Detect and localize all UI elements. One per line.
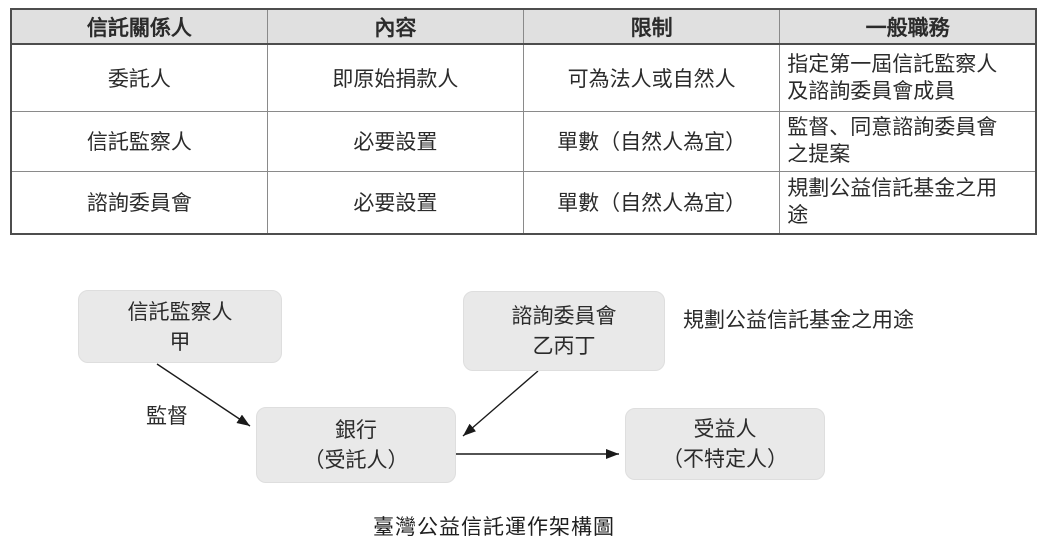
label-committee-role: 規劃公益信託基金之用途 <box>683 308 914 332</box>
arrows-layer <box>156 363 619 459</box>
table-row-supervisor: 信託監察人 必要設置 單數（自然人為宜） 監督、同意諮詢委員會 之提案 <box>10 110 1037 172</box>
node-title: 信託監察人 <box>127 299 233 324</box>
cell-content: 必要設置 <box>266 170 525 235</box>
column-header-restriction: 限制 <box>522 8 781 45</box>
column-header-content: 內容 <box>266 8 525 45</box>
table-row-trustor: 委託人 即原始捐款人 可為法人或自然人 指定第一屆信託監察人 及諮詢委員會成員 <box>10 43 1037 112</box>
node-subtitle: （受託人） <box>303 448 409 472</box>
node-trust-supervisor: 信託監察人 甲 <box>78 290 282 363</box>
arrow-supervisor-to-bank <box>156 363 251 427</box>
column-header-general-duty: 一般職務 <box>779 8 1037 45</box>
cell-duty: 監督、同意諮詢委員會 之提案 <box>779 110 1037 172</box>
cell-content: 即原始捐款人 <box>266 43 525 112</box>
cell-restriction: 可為法人或自然人 <box>522 43 781 112</box>
cell-party: 諮詢委員會 <box>10 170 268 235</box>
cell-party: 信託監察人 <box>10 110 268 172</box>
trust-roles-table: 信託關係人 內容 限制 一般職務 委託人 即原始捐款人 可為法人或自然人 指定第… <box>10 8 1037 235</box>
cell-party: 委託人 <box>10 43 268 112</box>
node-advisory-committee: 諮詢委員會 乙丙丁 <box>463 291 665 371</box>
cell-restriction: 單數（自然人為宜） <box>522 170 781 235</box>
cell-duty: 指定第一屆信託監察人 及諮詢委員會成員 <box>779 43 1037 112</box>
arrow-committee-to-bank <box>462 370 539 437</box>
node-title: 銀行 <box>335 418 377 442</box>
trust-structure-diagram: 信託監察人 甲 諮詢委員會 乙丙丁 銀行 （受託人） 受益人 （不特定人） 監督… <box>0 250 1047 553</box>
node-subtitle: 甲 <box>169 329 191 354</box>
table-header-row: 信託關係人 內容 限制 一般職務 <box>10 8 1037 45</box>
node-subtitle: 乙丙丁 <box>532 334 596 358</box>
table-row-committee: 諮詢委員會 必要設置 單數（自然人為宜） 規劃公益信託基金之用 途 <box>10 170 1037 235</box>
node-title: 受益人 <box>693 417 757 441</box>
node-subtitle: （不特定人） <box>662 447 788 471</box>
node-bank-trustee: 銀行 （受託人） <box>256 407 456 483</box>
node-title: 諮詢委員會 <box>511 304 617 328</box>
column-header-trust-party: 信託關係人 <box>10 8 268 45</box>
node-beneficiary: 受益人 （不特定人） <box>625 408 825 480</box>
cell-duty: 規劃公益信託基金之用 途 <box>779 170 1037 235</box>
cell-restriction: 單數（自然人為宜） <box>522 110 781 172</box>
cell-content: 必要設置 <box>266 110 525 172</box>
diagram-caption: 臺灣公益信託運作架構圖 <box>373 515 615 539</box>
label-supervise: 監督 <box>146 404 188 428</box>
